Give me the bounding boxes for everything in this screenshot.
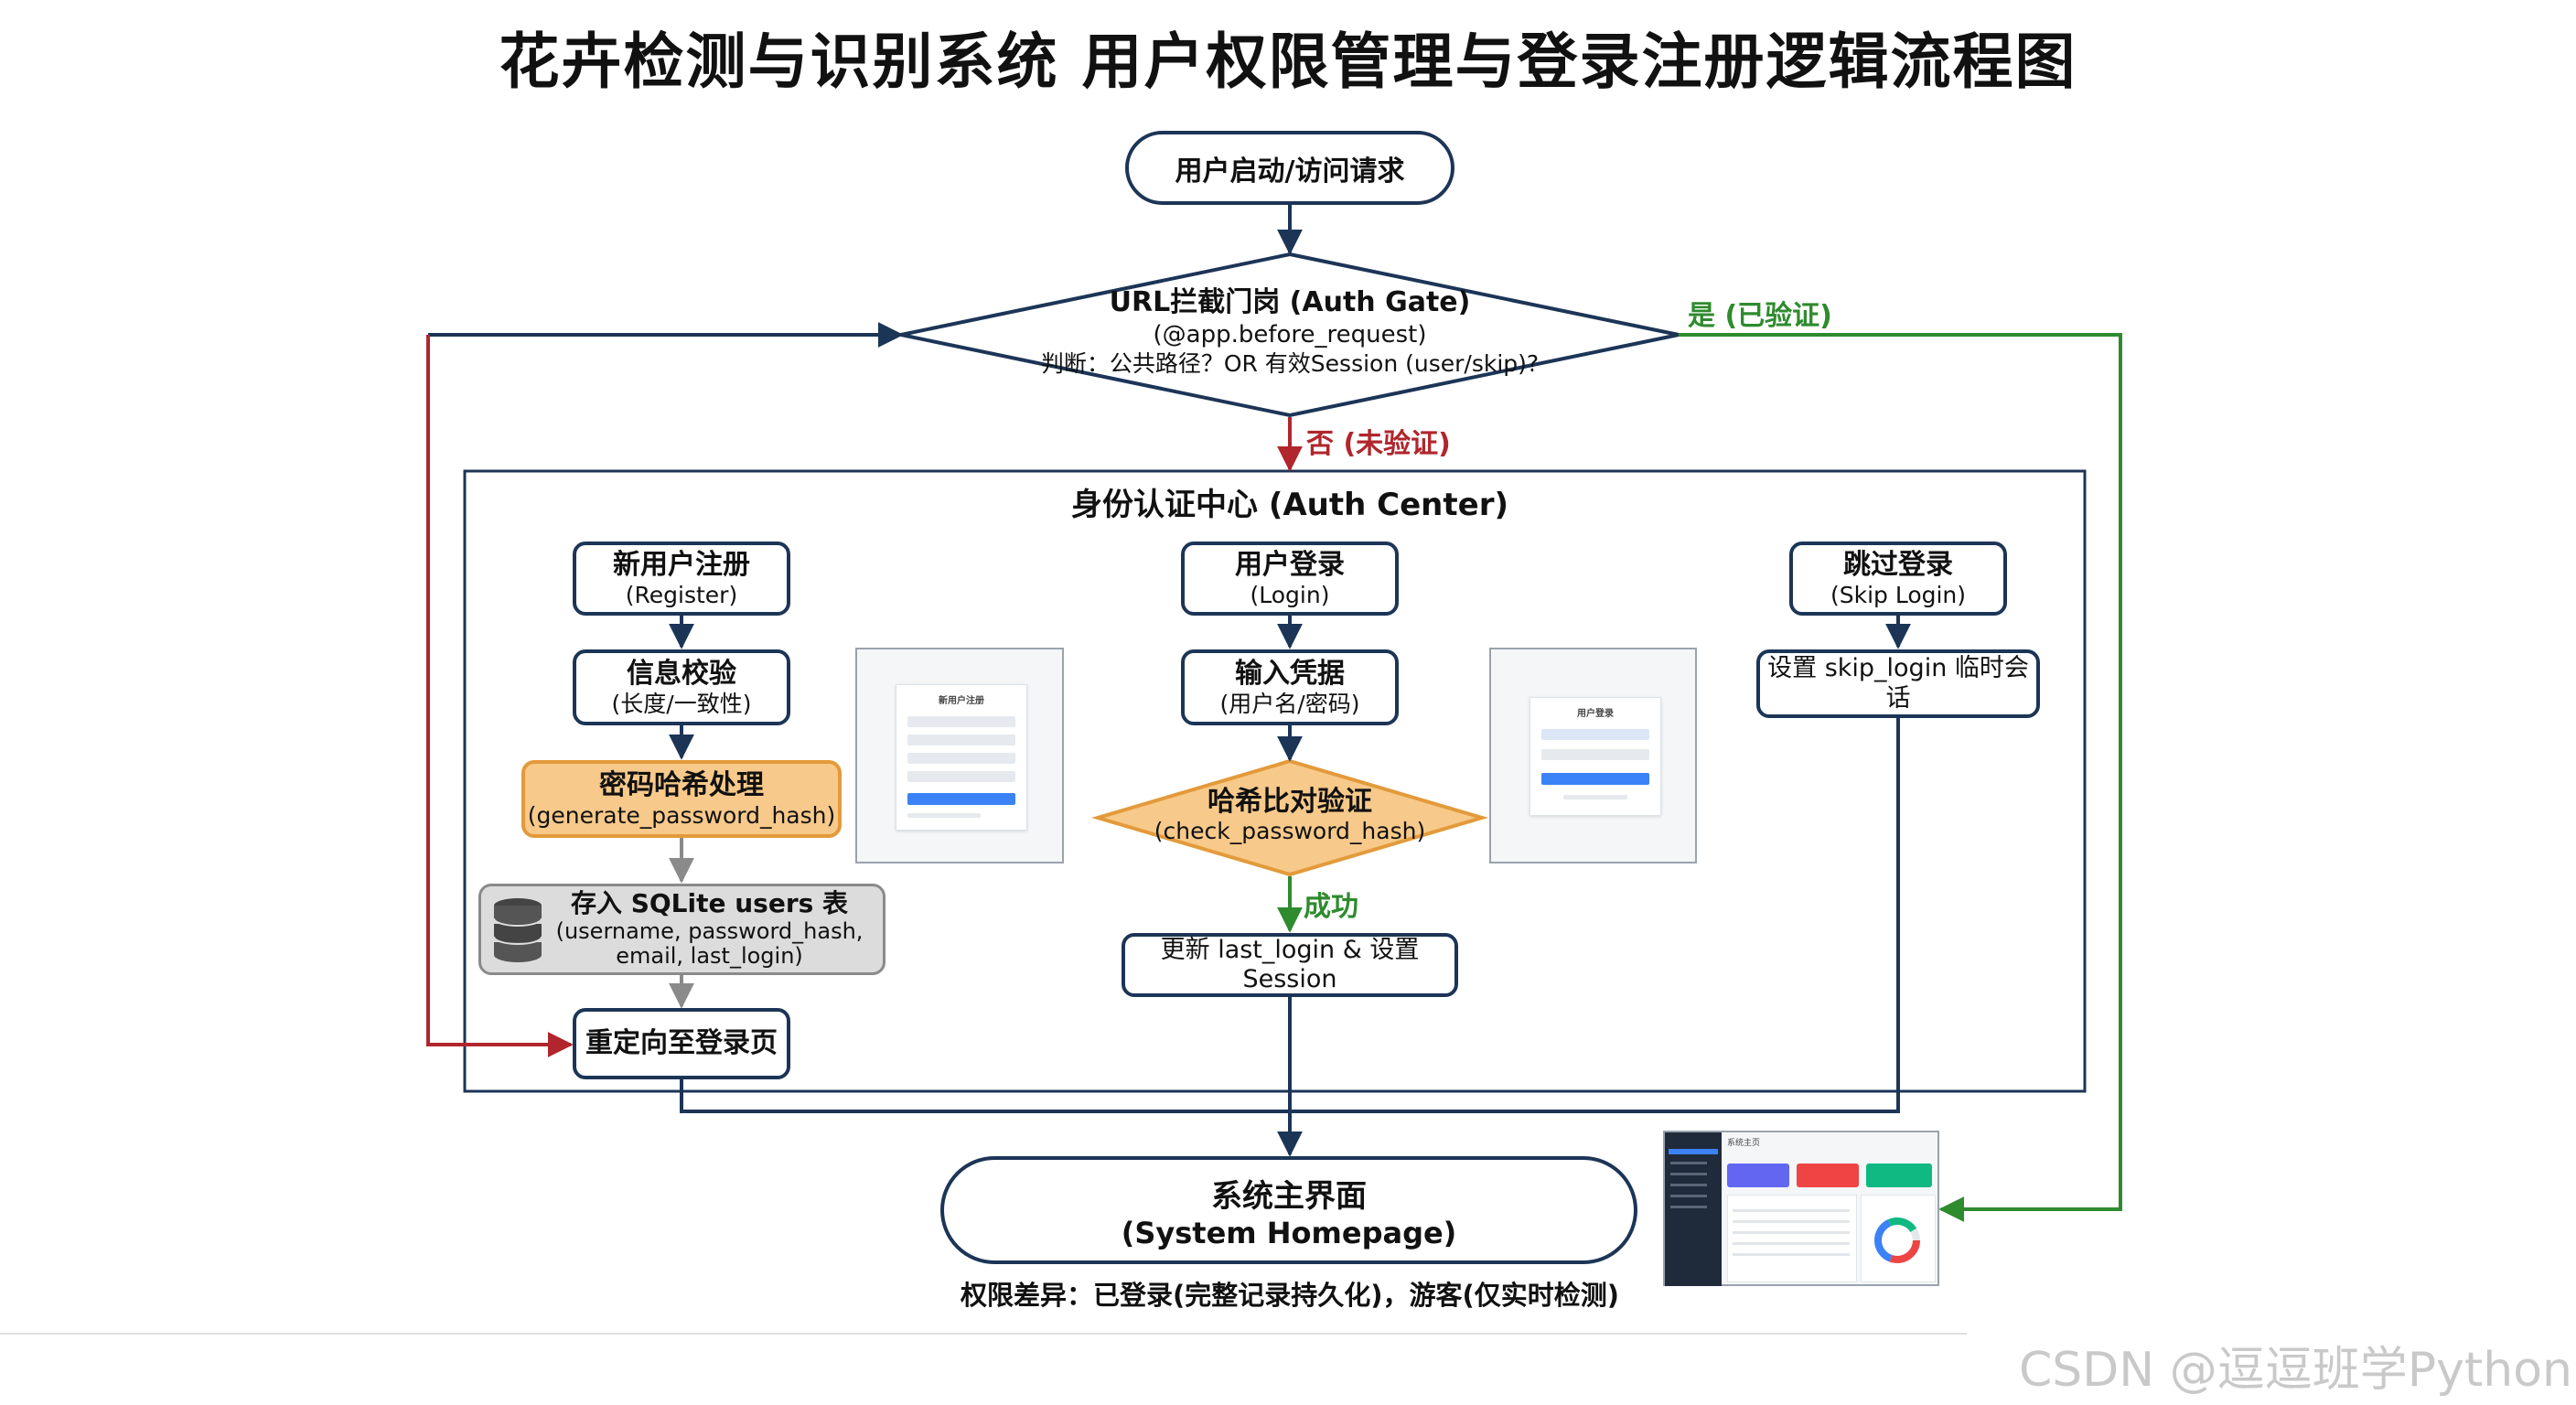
success-label: 成功: [1304, 891, 1358, 923]
register-title: 新用户注册: [613, 548, 750, 581]
login-sub: (Login): [1250, 581, 1330, 608]
login-screenshot: 用户登录: [1489, 648, 1697, 863]
store-node: 存入 SQLite users 表 (username, password_ha…: [478, 884, 886, 975]
validate-node: 信息校验 (长度/一致性): [573, 649, 790, 725]
check-sub: (check_password_hash): [1154, 817, 1426, 844]
register-sub: (Register): [625, 581, 738, 608]
auth-center-container: [463, 469, 2087, 1093]
store-line3: email, last_login): [616, 943, 803, 970]
skip-session-node: 设置 skip_login 临时会话: [1756, 649, 2040, 718]
skip-sub: (Skip Login): [1830, 581, 1967, 608]
input-title: 输入凭据: [1235, 657, 1345, 690]
system-homepage-node: 系统主界面 (System Homepage): [940, 1156, 1637, 1264]
register-screen-title: 新用户注册: [939, 696, 984, 706]
permission-note: 权限差异：已登录(完整记录持久化)，游客(仅实时检测): [960, 1280, 1620, 1311]
input-credentials-node: 输入凭据 (用户名/密码): [1181, 649, 1399, 725]
register-screenshot: 新用户注册: [855, 648, 1064, 863]
auth-gate-text: URL拦截门岗 (Auth Gate) (@app.before_request…: [1006, 285, 1573, 378]
dashboard-screenshot: 系统主页: [1663, 1131, 1939, 1286]
validate-sub: (长度/一致性): [611, 690, 752, 717]
redirect-label: 重定向至登录页: [585, 1027, 778, 1059]
start-node: 用户启动/访问请求: [1125, 131, 1454, 205]
register-node: 新用户注册 (Register): [573, 542, 790, 616]
store-line2: (username, password_hash,: [555, 917, 864, 944]
gate-line2: (@app.before_request): [1153, 320, 1427, 349]
store-line1: 存入 SQLite users 表: [570, 888, 849, 919]
page-title: 花卉检测与识别系统 用户权限管理与登录注册逻辑流程图: [499, 27, 2077, 97]
login-node: 用户登录 (Login): [1181, 542, 1399, 616]
hash-sub: (generate_password_hash): [527, 801, 836, 829]
hash-title: 密码哈希处理: [599, 768, 764, 801]
home-line2: (System Homepage): [1121, 1215, 1457, 1250]
donut-chart-icon: [1874, 1217, 1920, 1263]
update-session-node: 更新 last_login & 设置 Session: [1122, 933, 1458, 997]
validate-title: 信息校验: [627, 657, 736, 690]
gate-line1: URL拦截门岗 (Auth Gate): [1109, 286, 1471, 318]
auth-center-title: 身份认证中心 (Auth Center): [1070, 487, 1509, 523]
auth-gate-diamond: [900, 252, 1680, 418]
redirect-node: 重定向至登录页: [573, 1008, 790, 1079]
login-screen-title: 用户登录: [1577, 709, 1614, 719]
start-label: 用户启动/访问请求: [1175, 155, 1405, 188]
footer-divider: [0, 1333, 1967, 1335]
login-title: 用户登录: [1235, 548, 1345, 581]
gate-line3: 判断：公共路径？OR 有效Session (user/skip)?: [1040, 350, 1540, 377]
skip-node: 跳过登录 (Skip Login): [1789, 542, 2007, 616]
input-sub: (用户名/密码): [1219, 690, 1360, 717]
skip-set-label: 设置 skip_login 临时会话: [1767, 654, 2029, 713]
skip-title: 跳过登录: [1843, 548, 1953, 581]
no-label: 否 (未验证): [1306, 428, 1451, 460]
hash-compare-diamond: [1090, 758, 1489, 877]
home-line1: 系统主界面: [1211, 1177, 1367, 1215]
hash-compare-text: 哈希比对验证 (check_password_hash): [1143, 786, 1436, 844]
database-icon: [493, 898, 542, 962]
update-label: 更新 last_login & 设置 Session: [1160, 935, 1420, 993]
watermark: CSDN @逗逗班学Python: [2018, 1343, 2572, 1398]
hash-node: 密码哈希处理 (generate_password_hash): [521, 760, 842, 838]
yes-label: 是 (已验证): [1688, 300, 1832, 332]
dashboard-screen-title: 系统主页: [1727, 1139, 1761, 1148]
check-title: 哈希比对验证: [1208, 786, 1372, 818]
